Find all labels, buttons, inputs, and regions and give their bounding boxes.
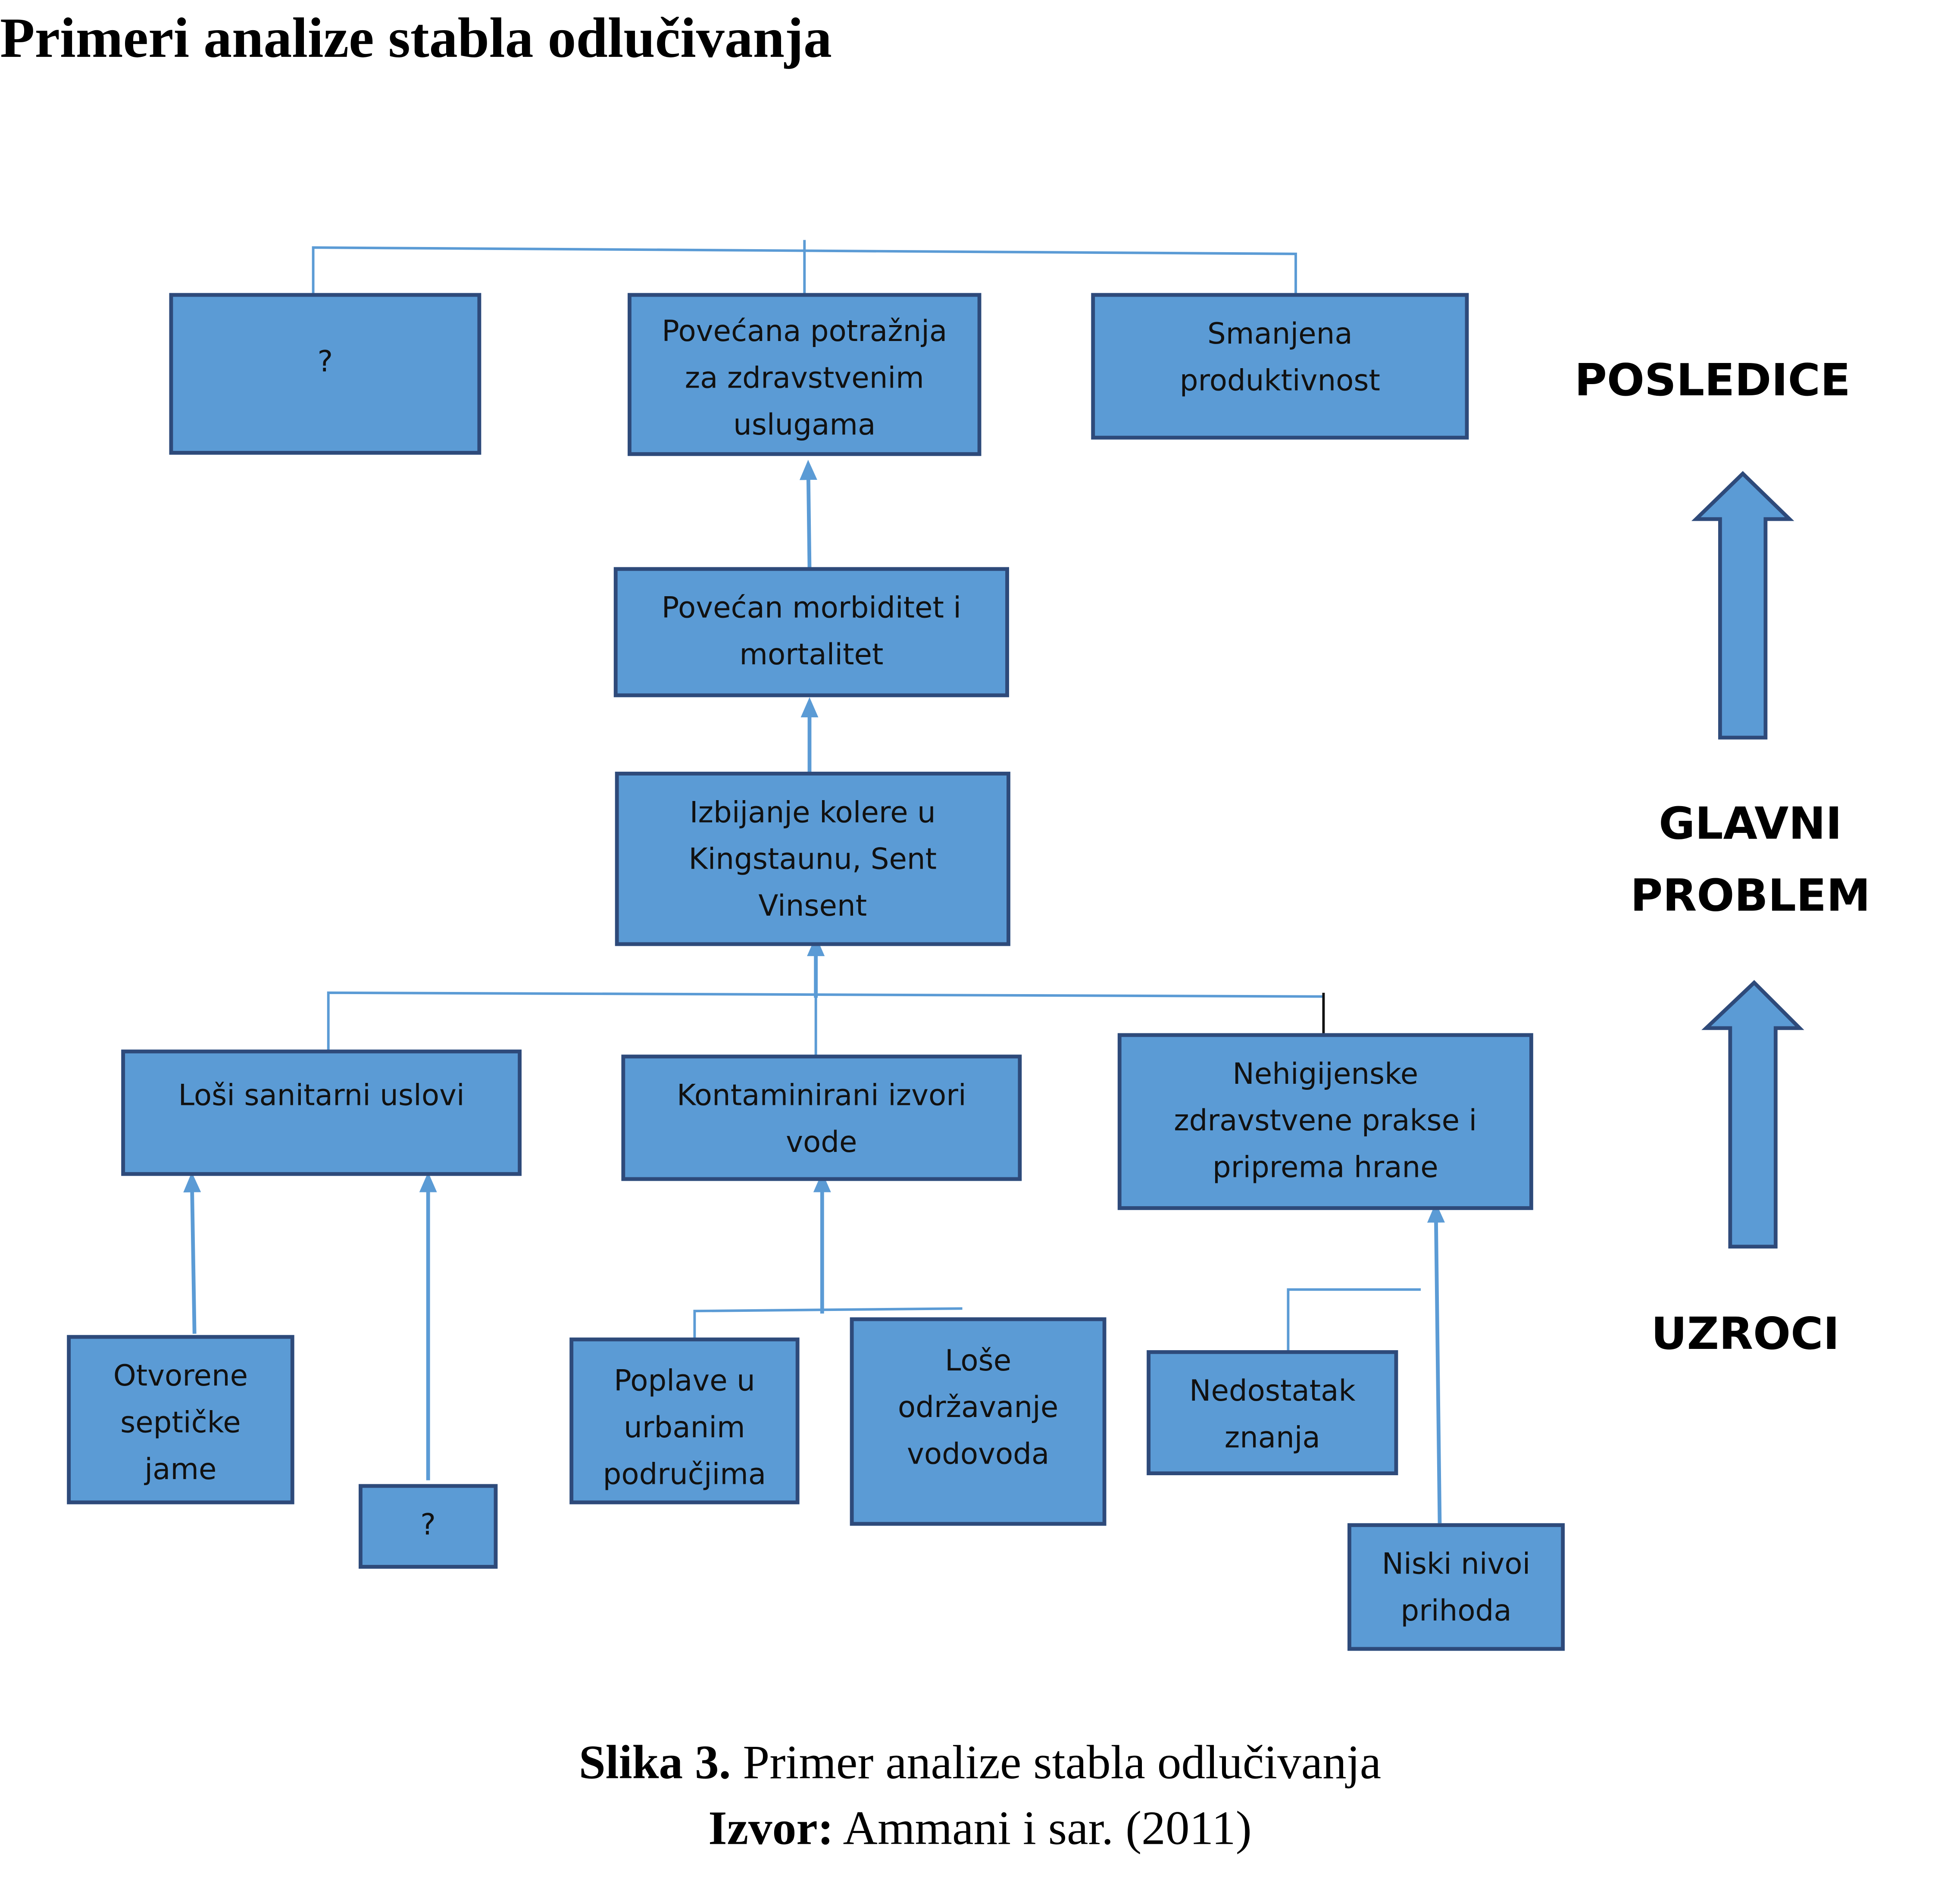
level-label-causes: UZROCI — [1651, 1310, 1840, 1361]
root-unknown-box: ? — [359, 1484, 498, 1569]
upper-level-arrow — [1691, 471, 1794, 740]
source-text: Ammani i sar. (2011) — [843, 1802, 1252, 1855]
source-caption: Izvor: Ammani i sar. (2011) — [0, 1805, 1960, 1853]
cause-bracket — [327, 991, 1324, 1051]
cause-sanitation-box: Loši sanitarni uslovi — [121, 1049, 522, 1176]
cause-water-box: Kontaminirani izvori vode — [621, 1054, 1022, 1181]
cause-hygiene-box: Nehigijenske zdravstvene prakse i pripre… — [1117, 1033, 1533, 1210]
figure-caption: Slika 3. Primer analize stabla odlučivan… — [0, 1739, 1960, 1787]
lower-level-arrow — [1701, 980, 1804, 1249]
root-floods-box: Poplave u urbanim područjima — [569, 1337, 800, 1505]
main-problem-box: Izbijanje kolere u Kingstaunu, Sent Vins… — [615, 772, 1010, 946]
level-label-main-problem: GLAVNI PROBLEM — [1630, 799, 1871, 922]
figure-label: Slika 3. — [578, 1736, 731, 1790]
arrow-income-to-hygiene — [1427, 1202, 1445, 1523]
page-title: Primeri analize stabla odlučivanja — [0, 6, 832, 70]
arrow-morbidity-to-demand — [799, 460, 817, 569]
source-label: Izvor: — [708, 1802, 834, 1855]
knowledge-bracket — [1287, 1288, 1421, 1351]
root-income-box: Niski nivoi prihoda — [1347, 1523, 1565, 1651]
root-septic-box: Otvorene septičke jame — [67, 1335, 294, 1505]
morbidity-box: Povećan morbiditet i mortalitet — [613, 567, 1009, 698]
consequence-unknown-box: ? — [169, 293, 481, 455]
consequence-demand-box: Povećana potražnja za zdravstvenim uslug… — [628, 293, 982, 456]
level-label-consequences: POSLEDICE — [1574, 356, 1851, 407]
figure-text: Primer analize stabla odlučivanja — [743, 1736, 1382, 1790]
arrow-septic-to-sanitation — [183, 1172, 201, 1334]
consequence-productivity-box: Smanjena produktivnost — [1091, 293, 1469, 440]
root-maintenance-box: Loše održavanje vodovoda — [850, 1317, 1107, 1526]
water-bracket — [693, 1307, 963, 1339]
root-knowledge-box: Nedostatak znanja — [1147, 1350, 1398, 1476]
